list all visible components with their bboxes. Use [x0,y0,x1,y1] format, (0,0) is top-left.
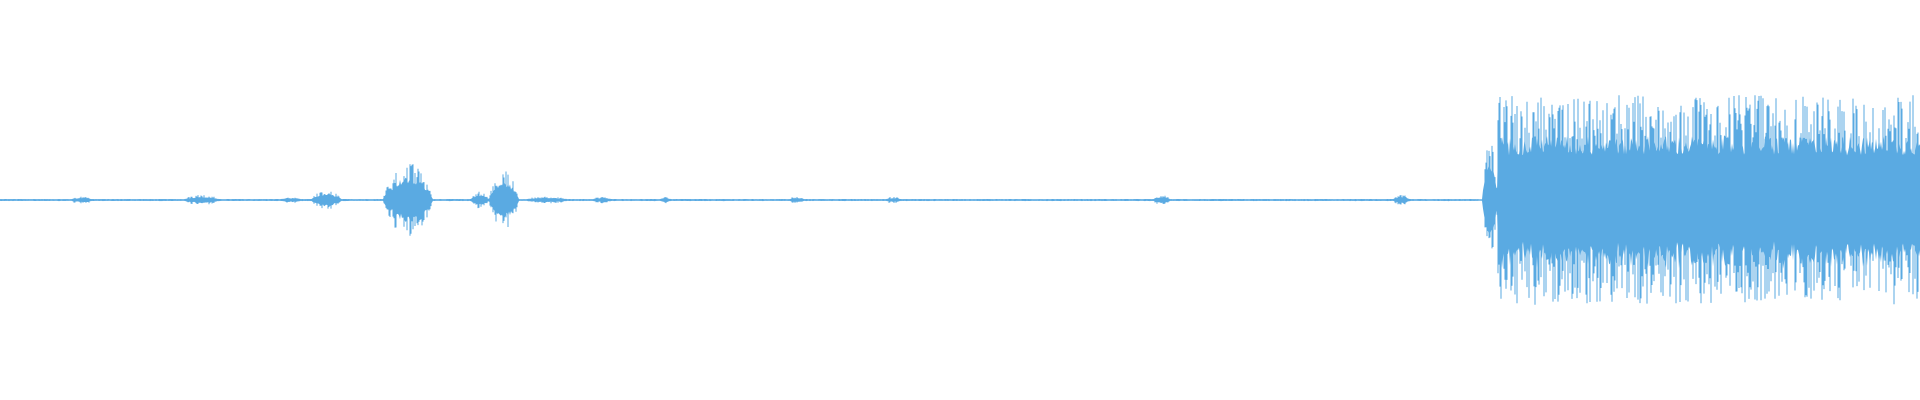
waveform-peak-lines [73,95,1919,305]
waveform-peaks [73,95,1919,305]
waveform-envelope [0,135,1920,270]
